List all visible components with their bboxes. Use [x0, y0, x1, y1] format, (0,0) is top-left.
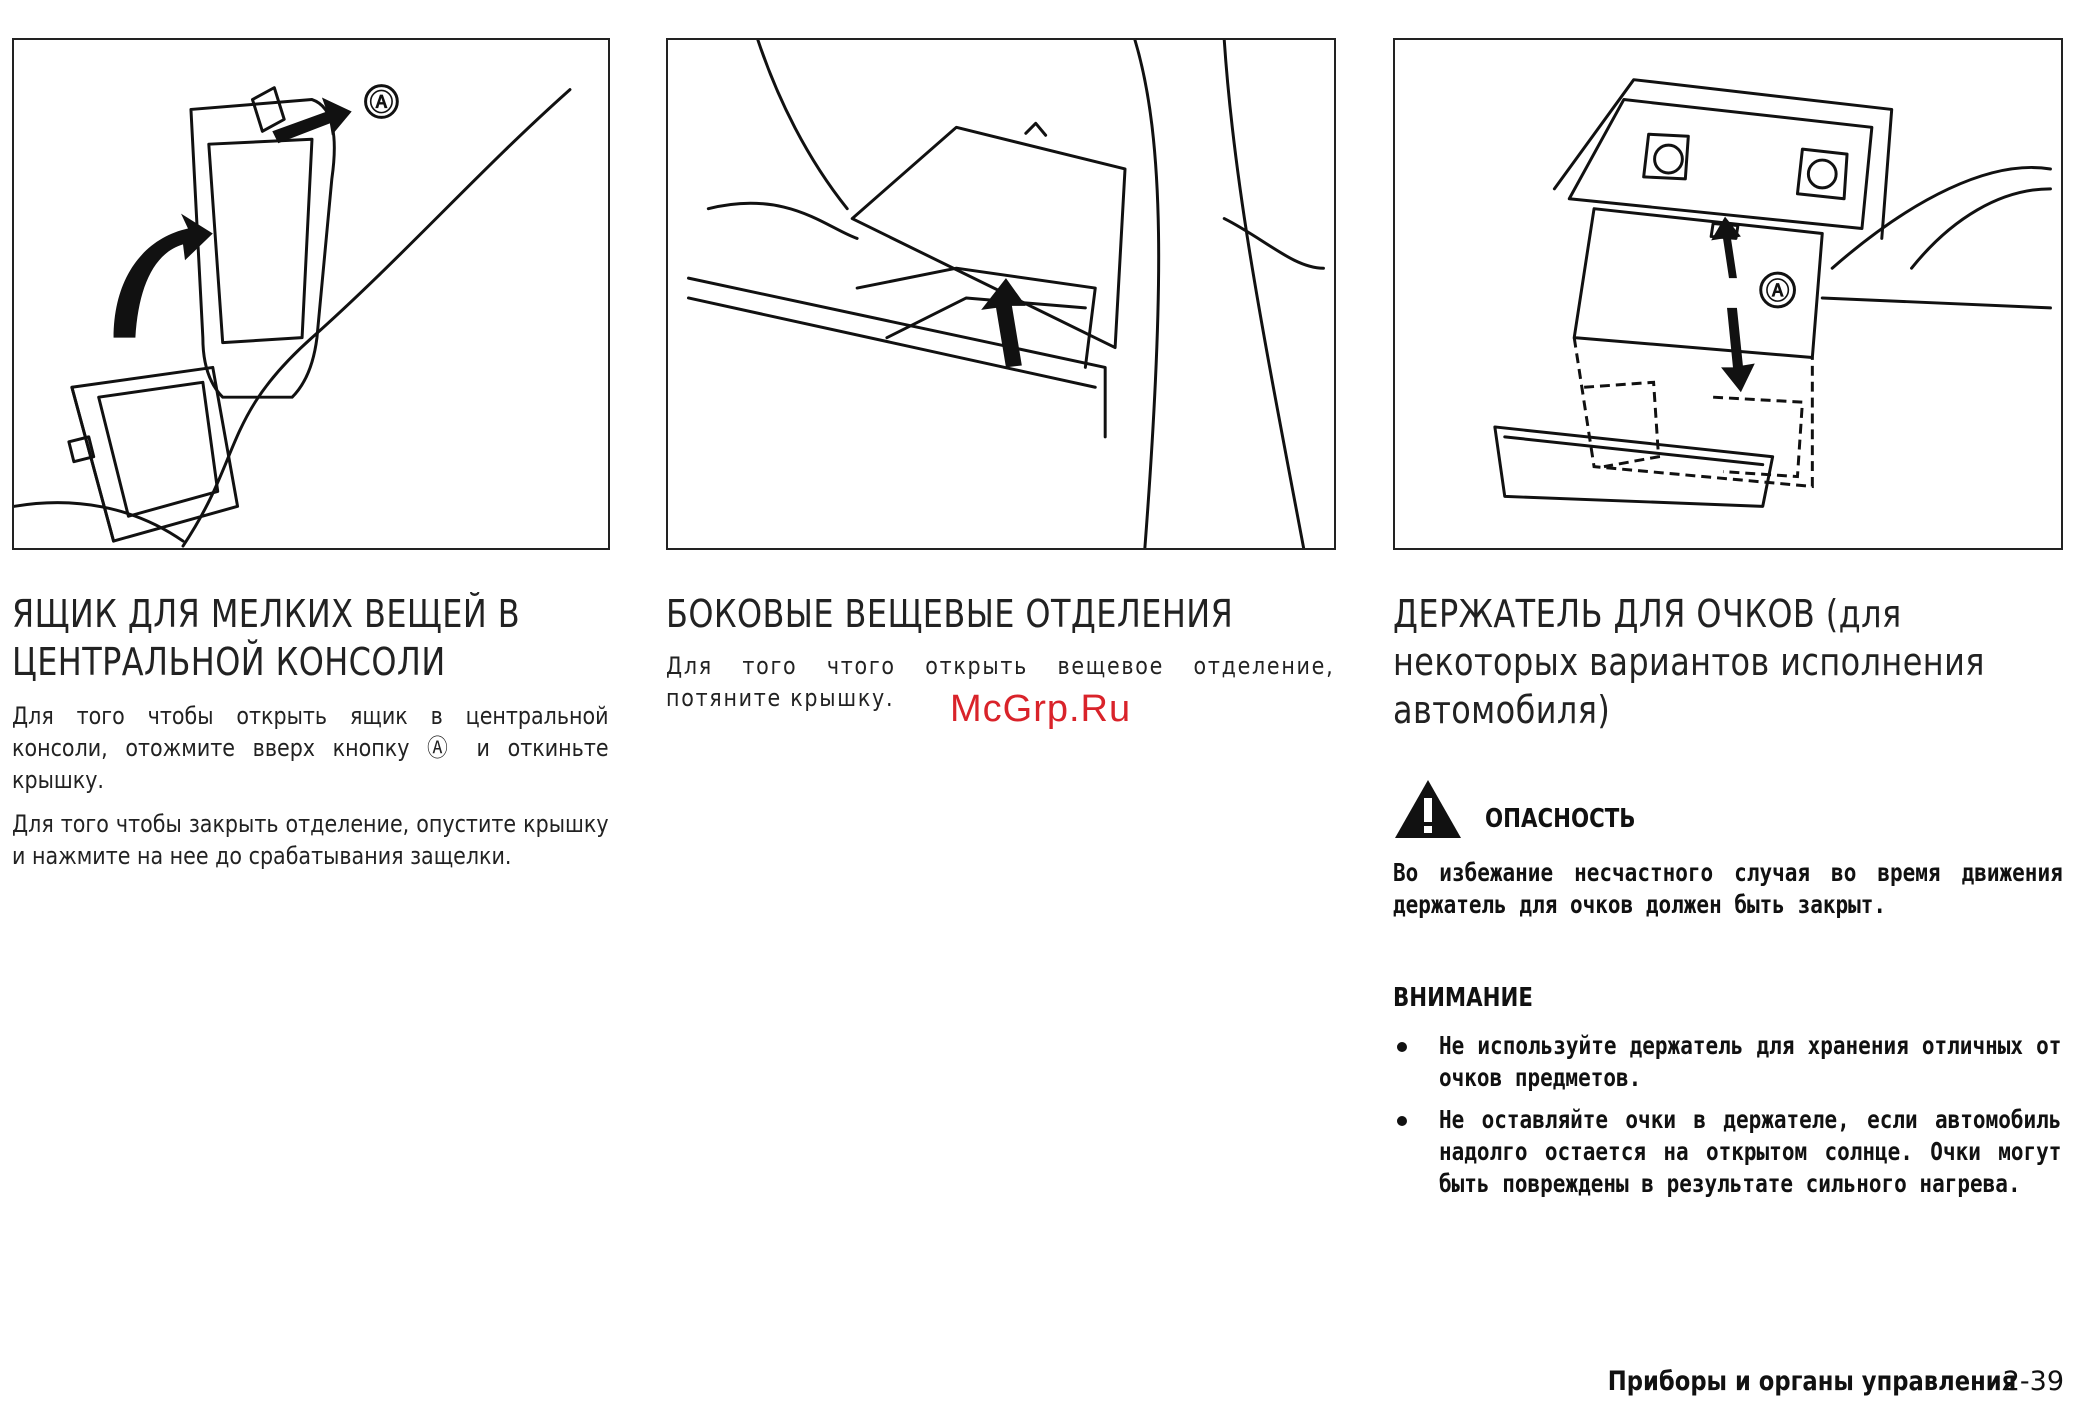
section-heading: БОКОВЫЕ ВЕЩЕВЫЕ ОТДЕЛЕНИЯ	[666, 592, 1234, 636]
list-item-text: Не оставляйте очки в держателе, если авт…	[1439, 1105, 2062, 1198]
section-heading: ДЕРЖАТЕЛЬ ДЛЯ ОЧКОВ (для некоторых вариа…	[1393, 592, 1985, 732]
console-box-illustration: Ⓐ	[14, 84, 572, 548]
paragraph-close-instructions: Для того чтобы закрыть отделение, опусти…	[12, 810, 609, 870]
bullet-icon	[1397, 1116, 1407, 1126]
paragraph-open-instructions: Для того чтого открыть вещевое отделение…	[666, 652, 1335, 712]
paragraph-open-instructions: Для того чтобы открыть ящик в центрально…	[12, 702, 609, 794]
figure-side-compartment	[666, 38, 1336, 550]
caution-title: ВНИМАНИЕ	[1393, 983, 1533, 1013]
list-item: Не оставляйте очки в держателе, если авт…	[1393, 1104, 2063, 1200]
warning-triangle-icon	[1395, 780, 1461, 838]
section-heading: ЯЩИК ДЛЯ МЕЛКИХ ВЕЩЕЙ В ЦЕНТРАЛЬНОЙ КОНС…	[12, 592, 521, 684]
list-item: Не используйте держатель для хранения от…	[1393, 1030, 2063, 1094]
figure-label-a: Ⓐ	[1766, 277, 1790, 305]
figure-console-box: Ⓐ	[12, 38, 610, 550]
figure-glasses-holder: Ⓐ	[1393, 38, 2063, 550]
footer-section-title: Приборы и органы управления	[1607, 1366, 2017, 1397]
page-number: 2-39	[2002, 1366, 2064, 1397]
list-item-text: Не используйте держатель для хранения от…	[1439, 1031, 2062, 1092]
danger-text: Во избежание несчастного случая во время…	[1393, 858, 2063, 919]
danger-title: ОПАСНОСТЬ	[1485, 804, 1636, 834]
bullet-icon	[1397, 1042, 1407, 1052]
glasses-holder-illustration: Ⓐ	[1493, 78, 2052, 508]
watermark: McGrp.Ru	[950, 688, 1132, 730]
danger-header: ОПАСНОСТЬ	[1393, 778, 1793, 842]
caution-list: Не используйте держатель для хранения от…	[1393, 1030, 2063, 1210]
side-compartment-illustration	[686, 40, 1325, 548]
page-footer: Приборы и органы управления 2-39	[1530, 1366, 2064, 1397]
figure-label-a: Ⓐ	[370, 88, 394, 116]
